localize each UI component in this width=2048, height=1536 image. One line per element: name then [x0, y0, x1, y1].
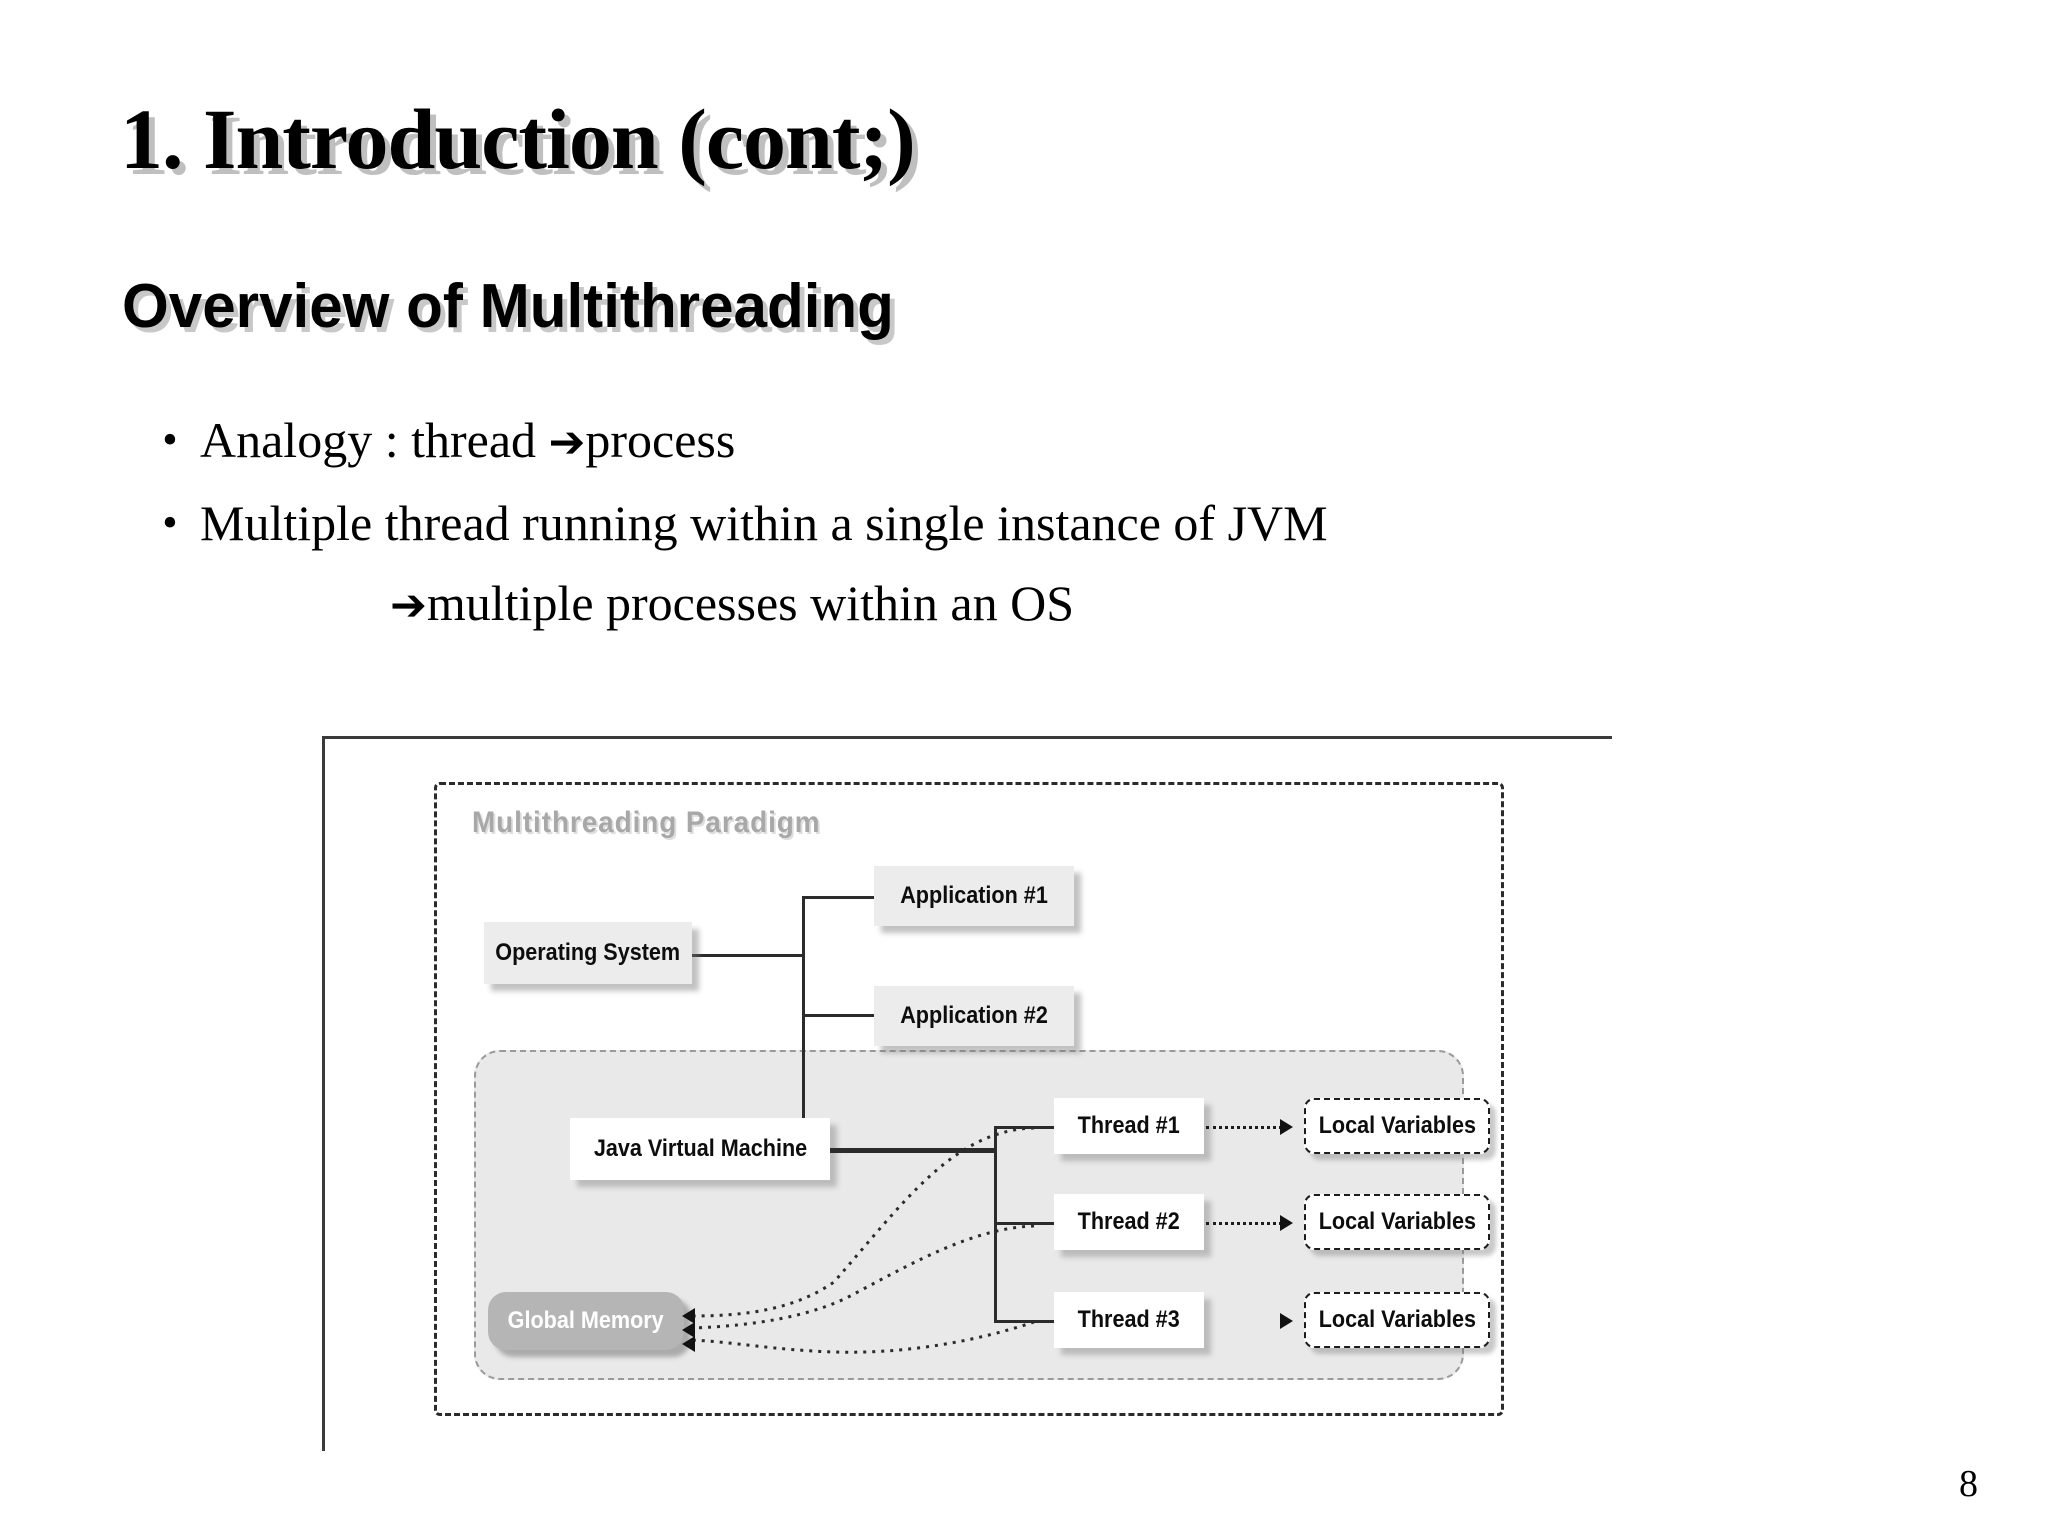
- arrowhead-icon: [1280, 1215, 1293, 1231]
- node-operating-system: Operating System: [484, 922, 692, 984]
- arrowhead-icon: [1280, 1313, 1293, 1329]
- node-global-memory: Global Memory: [488, 1292, 684, 1350]
- connector-trunk-to-thread2: [994, 1222, 1056, 1225]
- node-local-variables-1-label: Local Variables: [1318, 1112, 1476, 1139]
- page-number: 8: [1959, 1463, 1978, 1505]
- node-thread-2: Thread #2: [1054, 1194, 1204, 1250]
- arrowhead-icon: [682, 1336, 695, 1352]
- node-java-virtual-machine-label: Java Virtual Machine: [593, 1135, 807, 1162]
- bullet-continuation: ➔multiple processes within an OS: [390, 567, 1920, 642]
- bullet-marker: •: [162, 498, 178, 547]
- list-item: • Multiple thread running within a singl…: [140, 487, 1920, 559]
- node-application-1-label: Application #1: [900, 882, 1048, 909]
- node-local-variables-3-label: Local Variables: [1318, 1306, 1476, 1333]
- node-operating-system-label: Operating System: [495, 939, 681, 966]
- connector-os-to-trunk: [692, 954, 804, 957]
- bullet-text-before-arrow: Analogy : thread: [200, 412, 549, 468]
- connector-trunk-vertical: [802, 896, 805, 954]
- connector-trunk-to-jvm: [802, 1014, 805, 1118]
- arrowhead-icon: [682, 1322, 695, 1338]
- connector-trunk-to-thread1: [994, 1126, 1056, 1129]
- page-title: 1. Introduction (cont;): [120, 91, 916, 187]
- node-local-variables-1: Local Variables: [1304, 1098, 1490, 1154]
- right-arrow-icon: ➔: [548, 417, 586, 468]
- list-item: • Analogy : thread ➔process: [140, 404, 1920, 479]
- connector-trunk-vertical-lower: [802, 954, 805, 1016]
- bullet-text: Analogy : thread ➔process: [200, 404, 735, 479]
- connector-trunk-to-app1: [802, 896, 874, 899]
- node-thread-3: Thread #3: [1054, 1292, 1204, 1348]
- connector-thread1-to-locals: [1206, 1126, 1282, 1129]
- node-application-2: Application #2: [874, 986, 1074, 1046]
- connector-thread2-to-locals: [1206, 1222, 1282, 1225]
- node-thread-3-label: Thread #3: [1077, 1306, 1181, 1333]
- node-java-virtual-machine: Java Virtual Machine: [570, 1118, 830, 1180]
- node-application-1: Application #1: [874, 866, 1074, 926]
- connector-trunk-to-app2: [802, 1014, 874, 1017]
- node-local-variables-3: Local Variables: [1304, 1292, 1490, 1348]
- bullet-marker: •: [162, 415, 178, 464]
- figure-frame: [322, 736, 1612, 1451]
- bullet-text: Multiple thread running within a single …: [200, 495, 1328, 551]
- node-local-variables-2-label: Local Variables: [1318, 1208, 1476, 1235]
- page-subtitle: Overview of Multithreading: [122, 272, 894, 341]
- multithreading-diagram: Multithreading Paradigm Operating System…: [434, 782, 1504, 1416]
- arrowhead-icon: [1280, 1119, 1293, 1135]
- node-local-variables-2: Local Variables: [1304, 1194, 1490, 1250]
- connector-jvm-to-threads: [830, 1148, 996, 1153]
- right-arrow-icon: ➔: [390, 580, 427, 631]
- bullet-list: • Analogy : thread ➔process • Multiple t…: [140, 404, 1920, 642]
- node-thread-1-label: Thread #1: [1077, 1112, 1181, 1139]
- diagram-caption: Multithreading Paradigm: [472, 806, 821, 839]
- connector-trunk-to-thread3: [994, 1320, 1056, 1323]
- node-application-2-label: Application #2: [900, 1002, 1048, 1029]
- bullet-text-after-arrow: process: [585, 412, 736, 468]
- node-global-memory-label: Global Memory: [507, 1307, 665, 1334]
- node-thread-1: Thread #1: [1054, 1098, 1204, 1154]
- bullet-continuation-text: multiple processes within an OS: [426, 575, 1075, 631]
- arrowhead-icon: [682, 1308, 695, 1324]
- node-thread-2-label: Thread #2: [1077, 1208, 1181, 1235]
